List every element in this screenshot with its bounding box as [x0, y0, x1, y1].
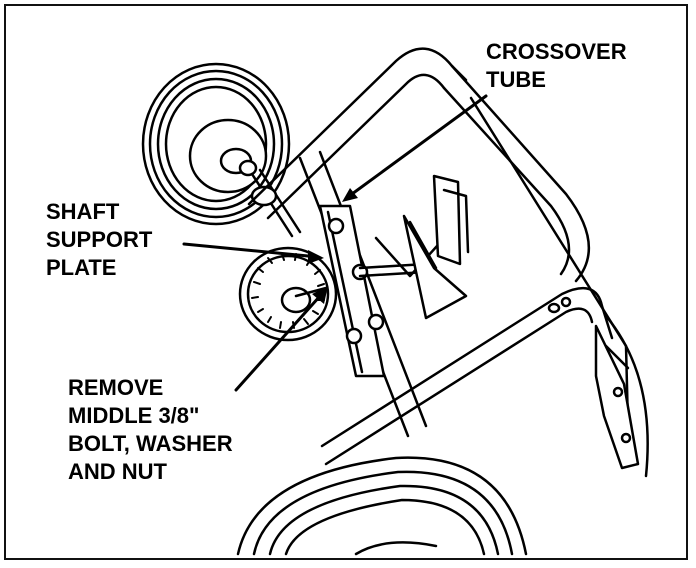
label-line: REMOVE	[68, 375, 164, 400]
axle-shaft	[250, 168, 302, 238]
label-line: BOLT, WASHER	[68, 431, 233, 456]
handle-frame	[247, 47, 591, 438]
upper-wheel	[141, 62, 291, 226]
shaft-support-plate	[318, 204, 386, 378]
machine-illustration	[141, 47, 649, 556]
impeller	[358, 174, 470, 320]
label-line: AND NUT	[68, 459, 167, 484]
label-crossover-tube: CROSSOVER TUBE	[486, 38, 627, 94]
lower-wheel	[236, 456, 528, 556]
crossover-tube-arrow	[350, 94, 488, 196]
lower-arm	[320, 286, 640, 470]
label-line: MIDDLE 3/8"	[68, 403, 200, 428]
label-remove-bolt: REMOVE MIDDLE 3/8" BOLT, WASHER AND NUT	[68, 374, 233, 486]
label-line: TUBE	[486, 67, 546, 92]
label-line: PLATE	[46, 255, 117, 280]
remove-bolt-arrow	[234, 294, 322, 392]
label-line: CROSSOVER	[486, 39, 627, 64]
diagram-frame: CROSSOVER TUBE SHAFT SUPPORT PLATE REMOV…	[4, 4, 688, 560]
label-line: SUPPORT	[46, 227, 153, 252]
label-line: SHAFT	[46, 199, 120, 224]
leader-arrows	[182, 94, 488, 392]
label-shaft-support-plate: SHAFT SUPPORT PLATE	[46, 198, 152, 282]
shaft-support-plate-arrow	[182, 242, 310, 258]
